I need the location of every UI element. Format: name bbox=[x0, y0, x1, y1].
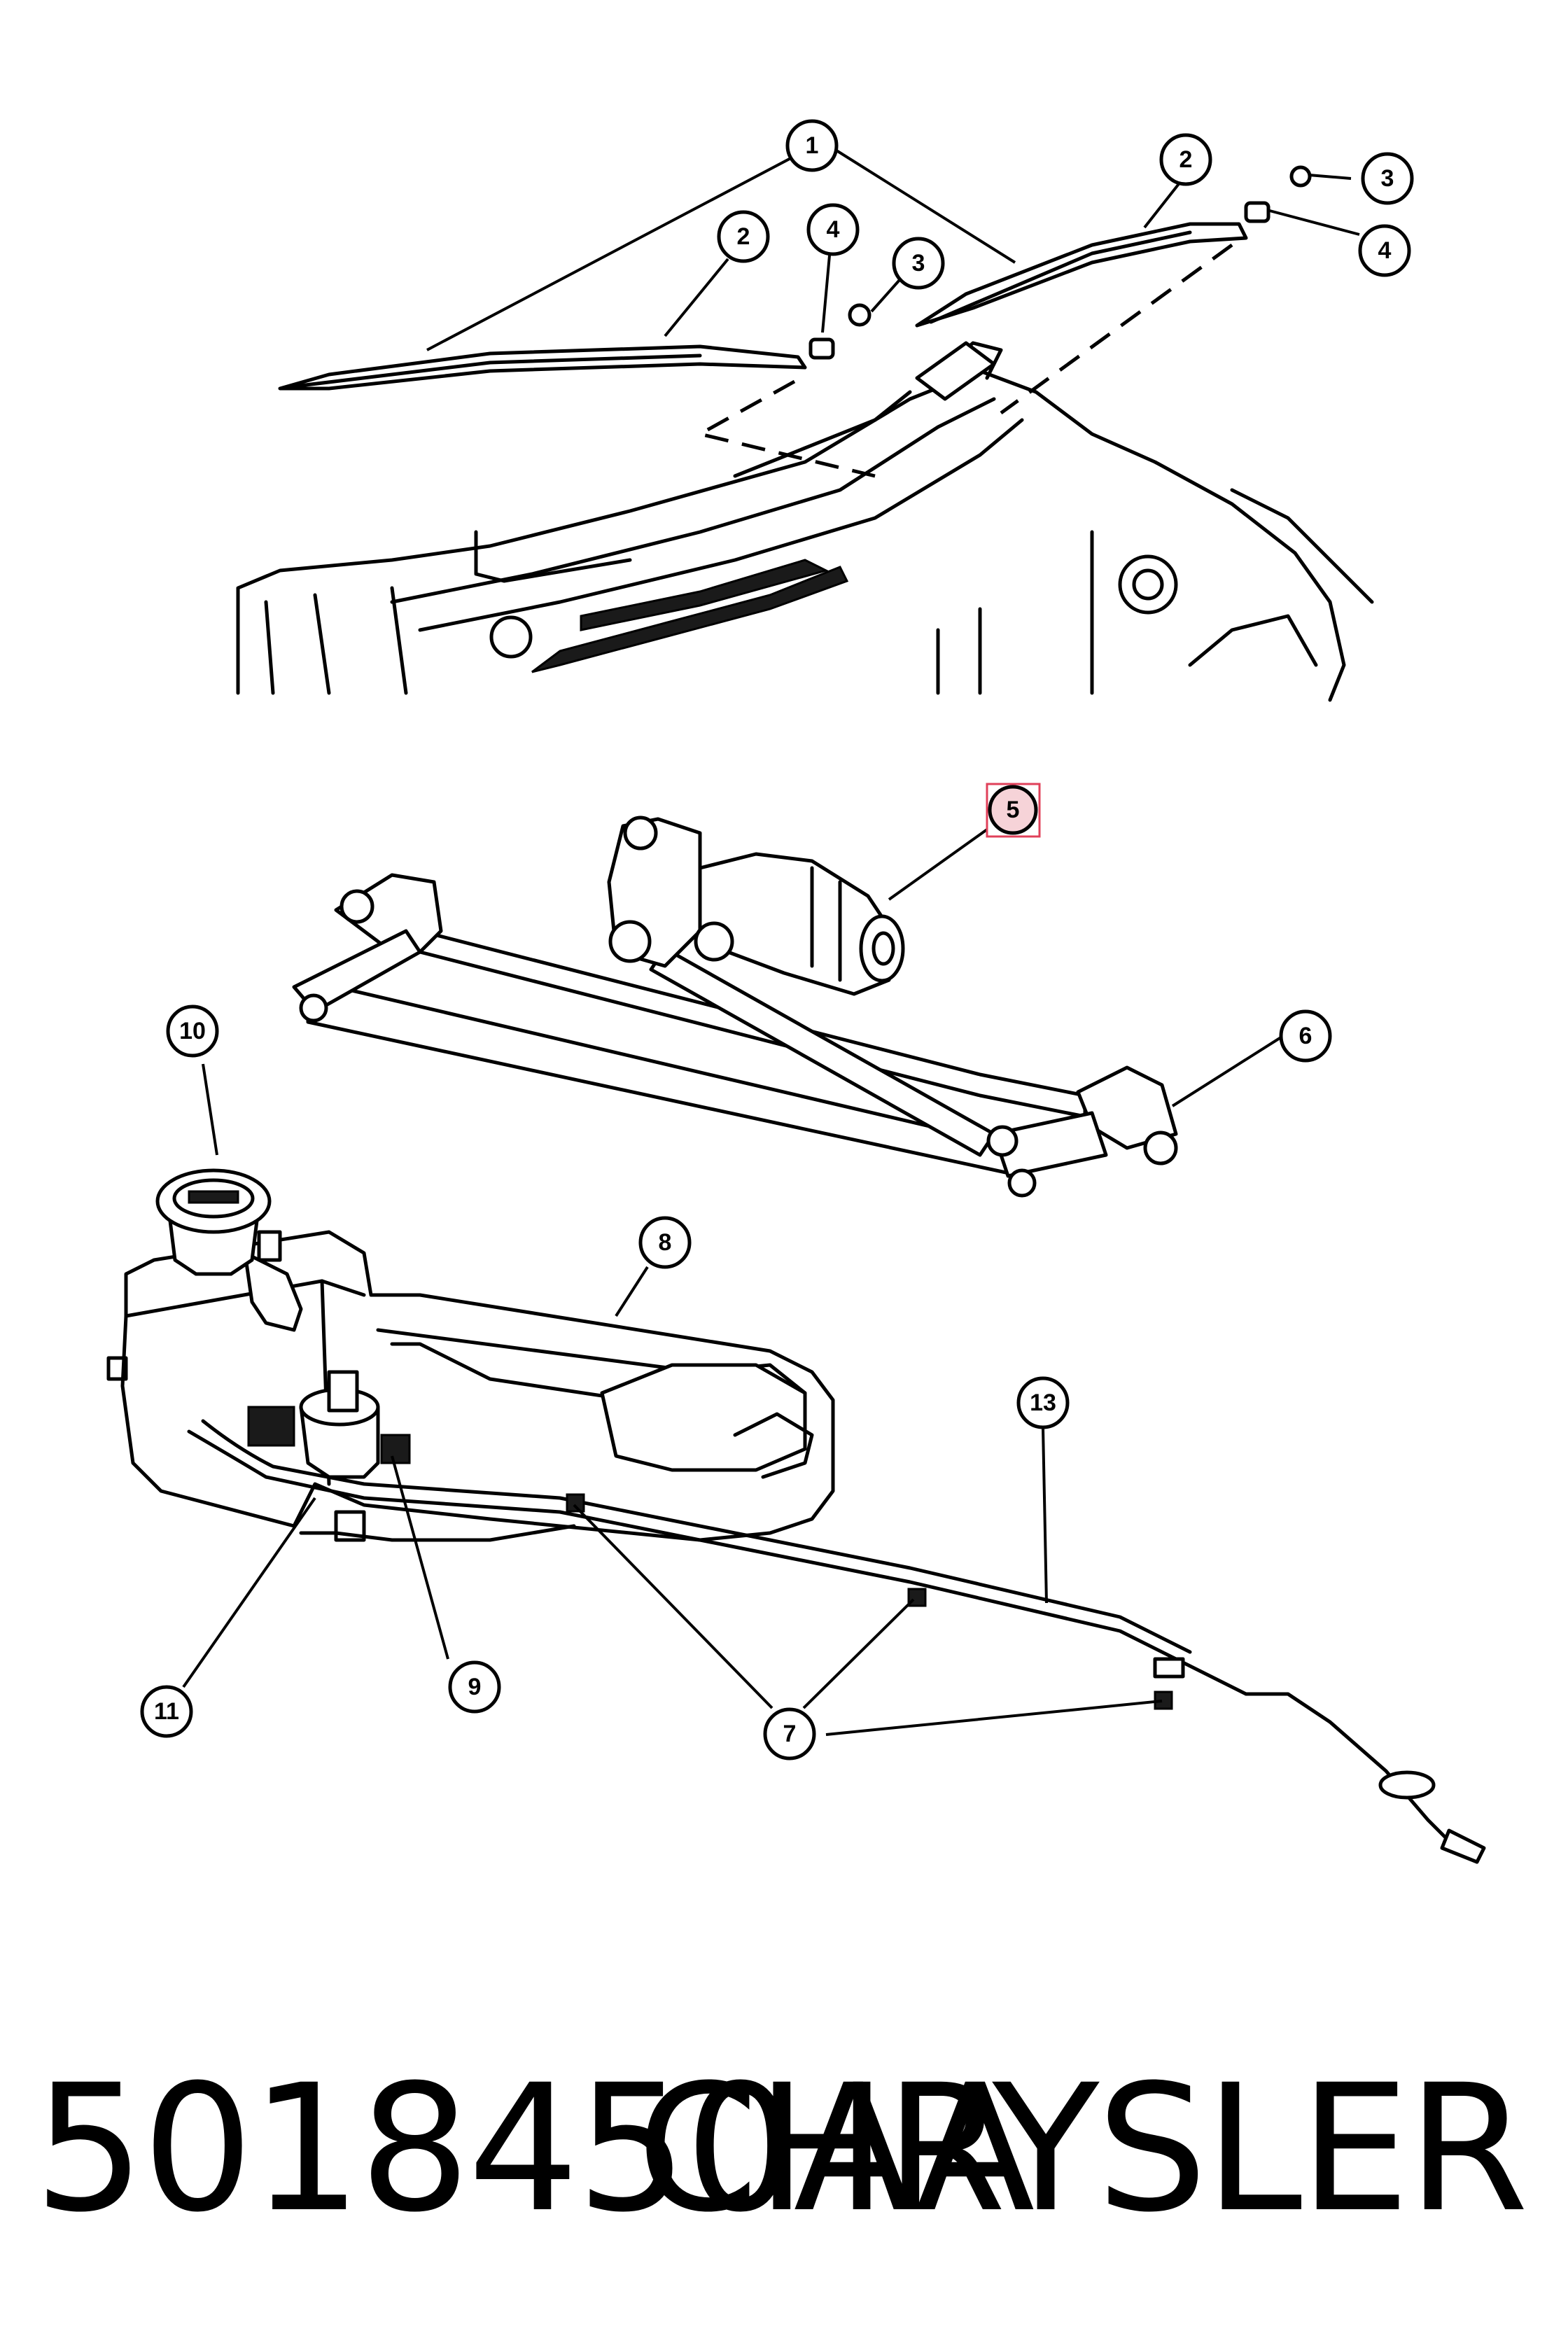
wiper-linkage bbox=[292, 873, 1178, 1198]
wiper-motor bbox=[607, 816, 905, 996]
washer-reservoir bbox=[106, 1230, 835, 1542]
callout-6: 6 bbox=[1279, 1009, 1332, 1063]
svg-text:10: 10 bbox=[179, 1018, 206, 1044]
callout-4-left: 4 bbox=[806, 203, 860, 256]
callout-4-right: 4 bbox=[1358, 224, 1411, 277]
callout-8: 8 bbox=[638, 1216, 692, 1269]
callout-10: 10 bbox=[166, 1004, 219, 1058]
svg-text:4: 4 bbox=[1378, 237, 1392, 264]
svg-text:9: 9 bbox=[468, 1674, 482, 1700]
svg-text:2: 2 bbox=[1180, 146, 1193, 173]
callout-11: 11 bbox=[140, 1685, 193, 1738]
leader-lines bbox=[182, 146, 1360, 1736]
svg-text:11: 11 bbox=[154, 1698, 179, 1725]
reservoir-cap bbox=[155, 1168, 282, 1276]
brand-name: CHRYSLER bbox=[636, 2047, 1529, 2250]
callout-5-highlighted[interactable]: 5 bbox=[986, 783, 1041, 838]
wiper-arm-left bbox=[278, 303, 872, 391]
part-number: 5018450AA bbox=[34, 2047, 1035, 2250]
washer-hoses bbox=[187, 1419, 1486, 1864]
svg-text:5: 5 bbox=[1007, 797, 1020, 823]
callout-13: 13 bbox=[1016, 1376, 1070, 1429]
svg-text:6: 6 bbox=[1299, 1023, 1312, 1049]
svg-text:2: 2 bbox=[737, 223, 750, 250]
cowl-assembly bbox=[236, 341, 1374, 702]
callout-1: 1 bbox=[785, 119, 839, 172]
callout-3-left: 3 bbox=[892, 237, 945, 290]
svg-text:1: 1 bbox=[806, 132, 819, 159]
svg-text:3: 3 bbox=[1381, 165, 1394, 192]
top-dashed-guides bbox=[695, 243, 1233, 478]
callout-2-right: 2 bbox=[1159, 133, 1212, 186]
callout-3-right: 3 bbox=[1361, 152, 1414, 205]
callout-9: 9 bbox=[448, 1660, 501, 1714]
callout-7: 7 bbox=[763, 1707, 816, 1760]
svg-text:3: 3 bbox=[912, 250, 925, 276]
washer-pump bbox=[247, 1370, 411, 1542]
svg-text:7: 7 bbox=[783, 1721, 797, 1747]
callout-2-left: 2 bbox=[717, 210, 770, 263]
svg-text:4: 4 bbox=[827, 216, 840, 243]
svg-text:8: 8 bbox=[659, 1229, 672, 1256]
svg-text:13: 13 bbox=[1030, 1390, 1056, 1416]
wiper-arm-right bbox=[915, 165, 1312, 328]
